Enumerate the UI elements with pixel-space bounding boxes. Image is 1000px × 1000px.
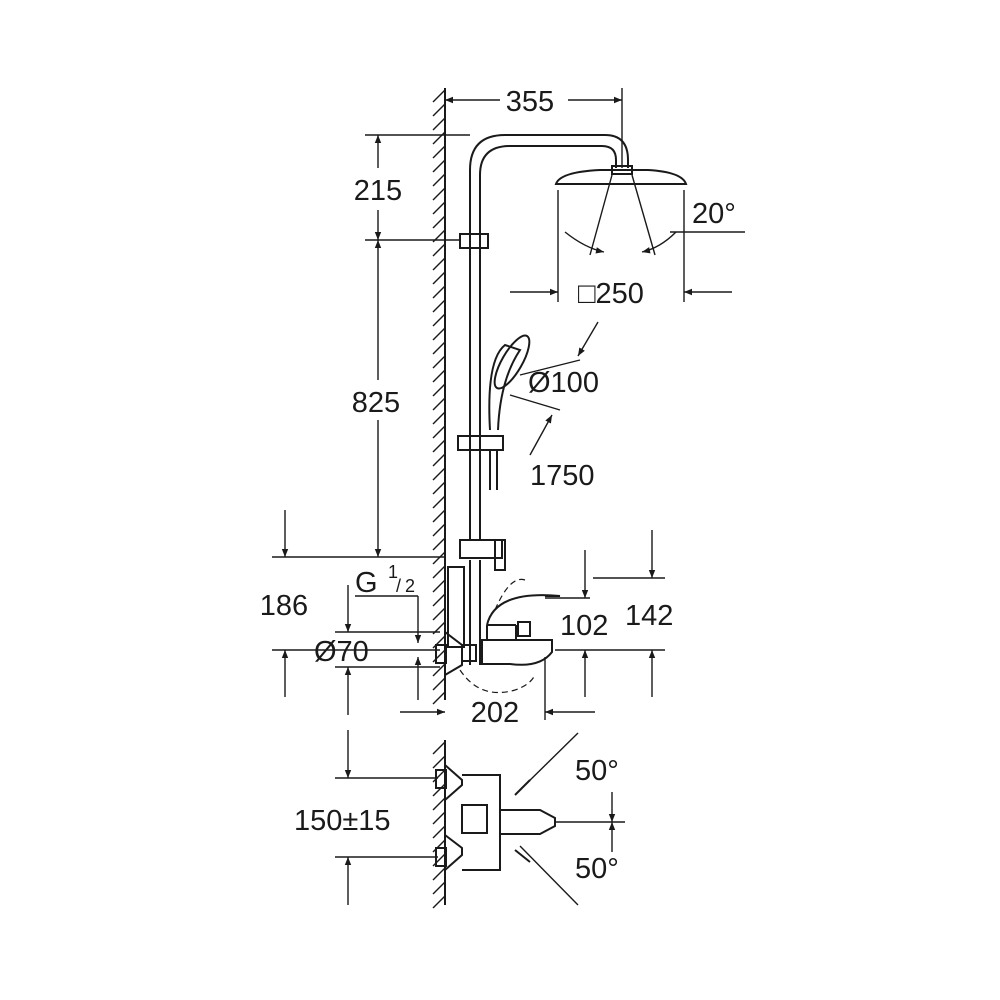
wall-hatch — [432, 663, 446, 677]
thread-num: 1 — [388, 562, 398, 582]
wall-hatch — [432, 677, 446, 691]
dim-50-deg-down: 50° — [575, 853, 619, 885]
dim-215: 215 — [354, 175, 402, 207]
dim-202: 202 — [471, 697, 519, 729]
wall-hatch — [432, 285, 446, 299]
dim-1750: 1750 — [530, 460, 595, 492]
bath-mixer — [435, 560, 561, 694]
wall-hatch — [432, 811, 446, 825]
wall-hatch — [432, 537, 446, 551]
wall-hatch — [432, 243, 446, 257]
wall-hatch — [432, 509, 446, 523]
wall-hatch — [432, 755, 446, 769]
dim-355: 355 — [506, 86, 554, 118]
thread-slash: / — [396, 576, 401, 596]
wall-hatch — [432, 523, 446, 537]
wall-hatch — [432, 145, 446, 159]
wall-hatch — [432, 355, 446, 369]
wall-hatch — [432, 839, 446, 853]
wall-hatch — [432, 173, 446, 187]
wall-hatch — [432, 103, 446, 117]
wall-hatch — [432, 453, 446, 467]
wall-hatch — [432, 215, 446, 229]
wall-hatch — [432, 467, 446, 481]
wall-hatch — [432, 593, 446, 607]
wall-hatch — [432, 159, 446, 173]
wall-hatch — [432, 495, 446, 509]
wall — [432, 88, 446, 909]
wall-hatch — [432, 425, 446, 439]
wall-hatch — [432, 579, 446, 593]
wall-hatch — [432, 481, 446, 495]
wall-hatch — [432, 187, 446, 201]
wall-hatch — [432, 201, 446, 215]
wall-hatch — [432, 783, 446, 797]
dim-142: 142 — [625, 600, 673, 632]
wall-hatch — [432, 635, 446, 649]
wall-hatch — [432, 881, 446, 895]
dimension-lines — [272, 88, 732, 905]
thread-den: 2 — [405, 576, 415, 596]
wall-hatch — [432, 551, 446, 565]
dim-150: 150±15 — [294, 805, 391, 837]
wall-hatch — [432, 649, 446, 663]
wall-hatch — [432, 271, 446, 285]
wall-hatch — [432, 411, 446, 425]
wall-hatch — [432, 797, 446, 811]
dim-186: 186 — [260, 590, 308, 622]
wall-hatch — [432, 607, 446, 621]
hand-shower — [457, 334, 531, 571]
wall-hatch — [432, 341, 446, 355]
wall-hatch — [432, 895, 446, 909]
dim-100: Ø100 — [528, 367, 599, 399]
dim-50-deg-up: 50° — [575, 755, 619, 787]
wall-hatch — [432, 89, 446, 103]
wall-hatch — [432, 327, 446, 341]
wall-hatch — [432, 299, 446, 313]
wall-hatch — [432, 369, 446, 383]
wall-hatch — [432, 741, 446, 755]
shower-riser — [459, 134, 629, 540]
wall-hatch — [432, 439, 446, 453]
wall-hatch — [432, 867, 446, 881]
wall-hatch — [432, 853, 446, 867]
wall-hatch — [432, 825, 446, 839]
dim-20-deg: 20° — [692, 198, 736, 230]
wall-hatch — [432, 769, 446, 783]
wall-hatch — [432, 257, 446, 271]
wall-hatch — [432, 397, 446, 411]
wall-hatch — [432, 383, 446, 397]
dim-70: Ø70 — [314, 636, 369, 668]
dim-250: □250 — [578, 278, 644, 310]
dim-825: 825 — [352, 387, 400, 419]
dim-102: 102 — [560, 610, 608, 642]
wall-hatch — [432, 313, 446, 327]
wall-hatch — [432, 691, 446, 705]
shower-head — [554, 165, 745, 256]
thread-label: G — [355, 567, 378, 599]
wall-hatch — [432, 131, 446, 145]
wall-hatch — [432, 565, 446, 579]
wall-hatch — [432, 117, 446, 131]
